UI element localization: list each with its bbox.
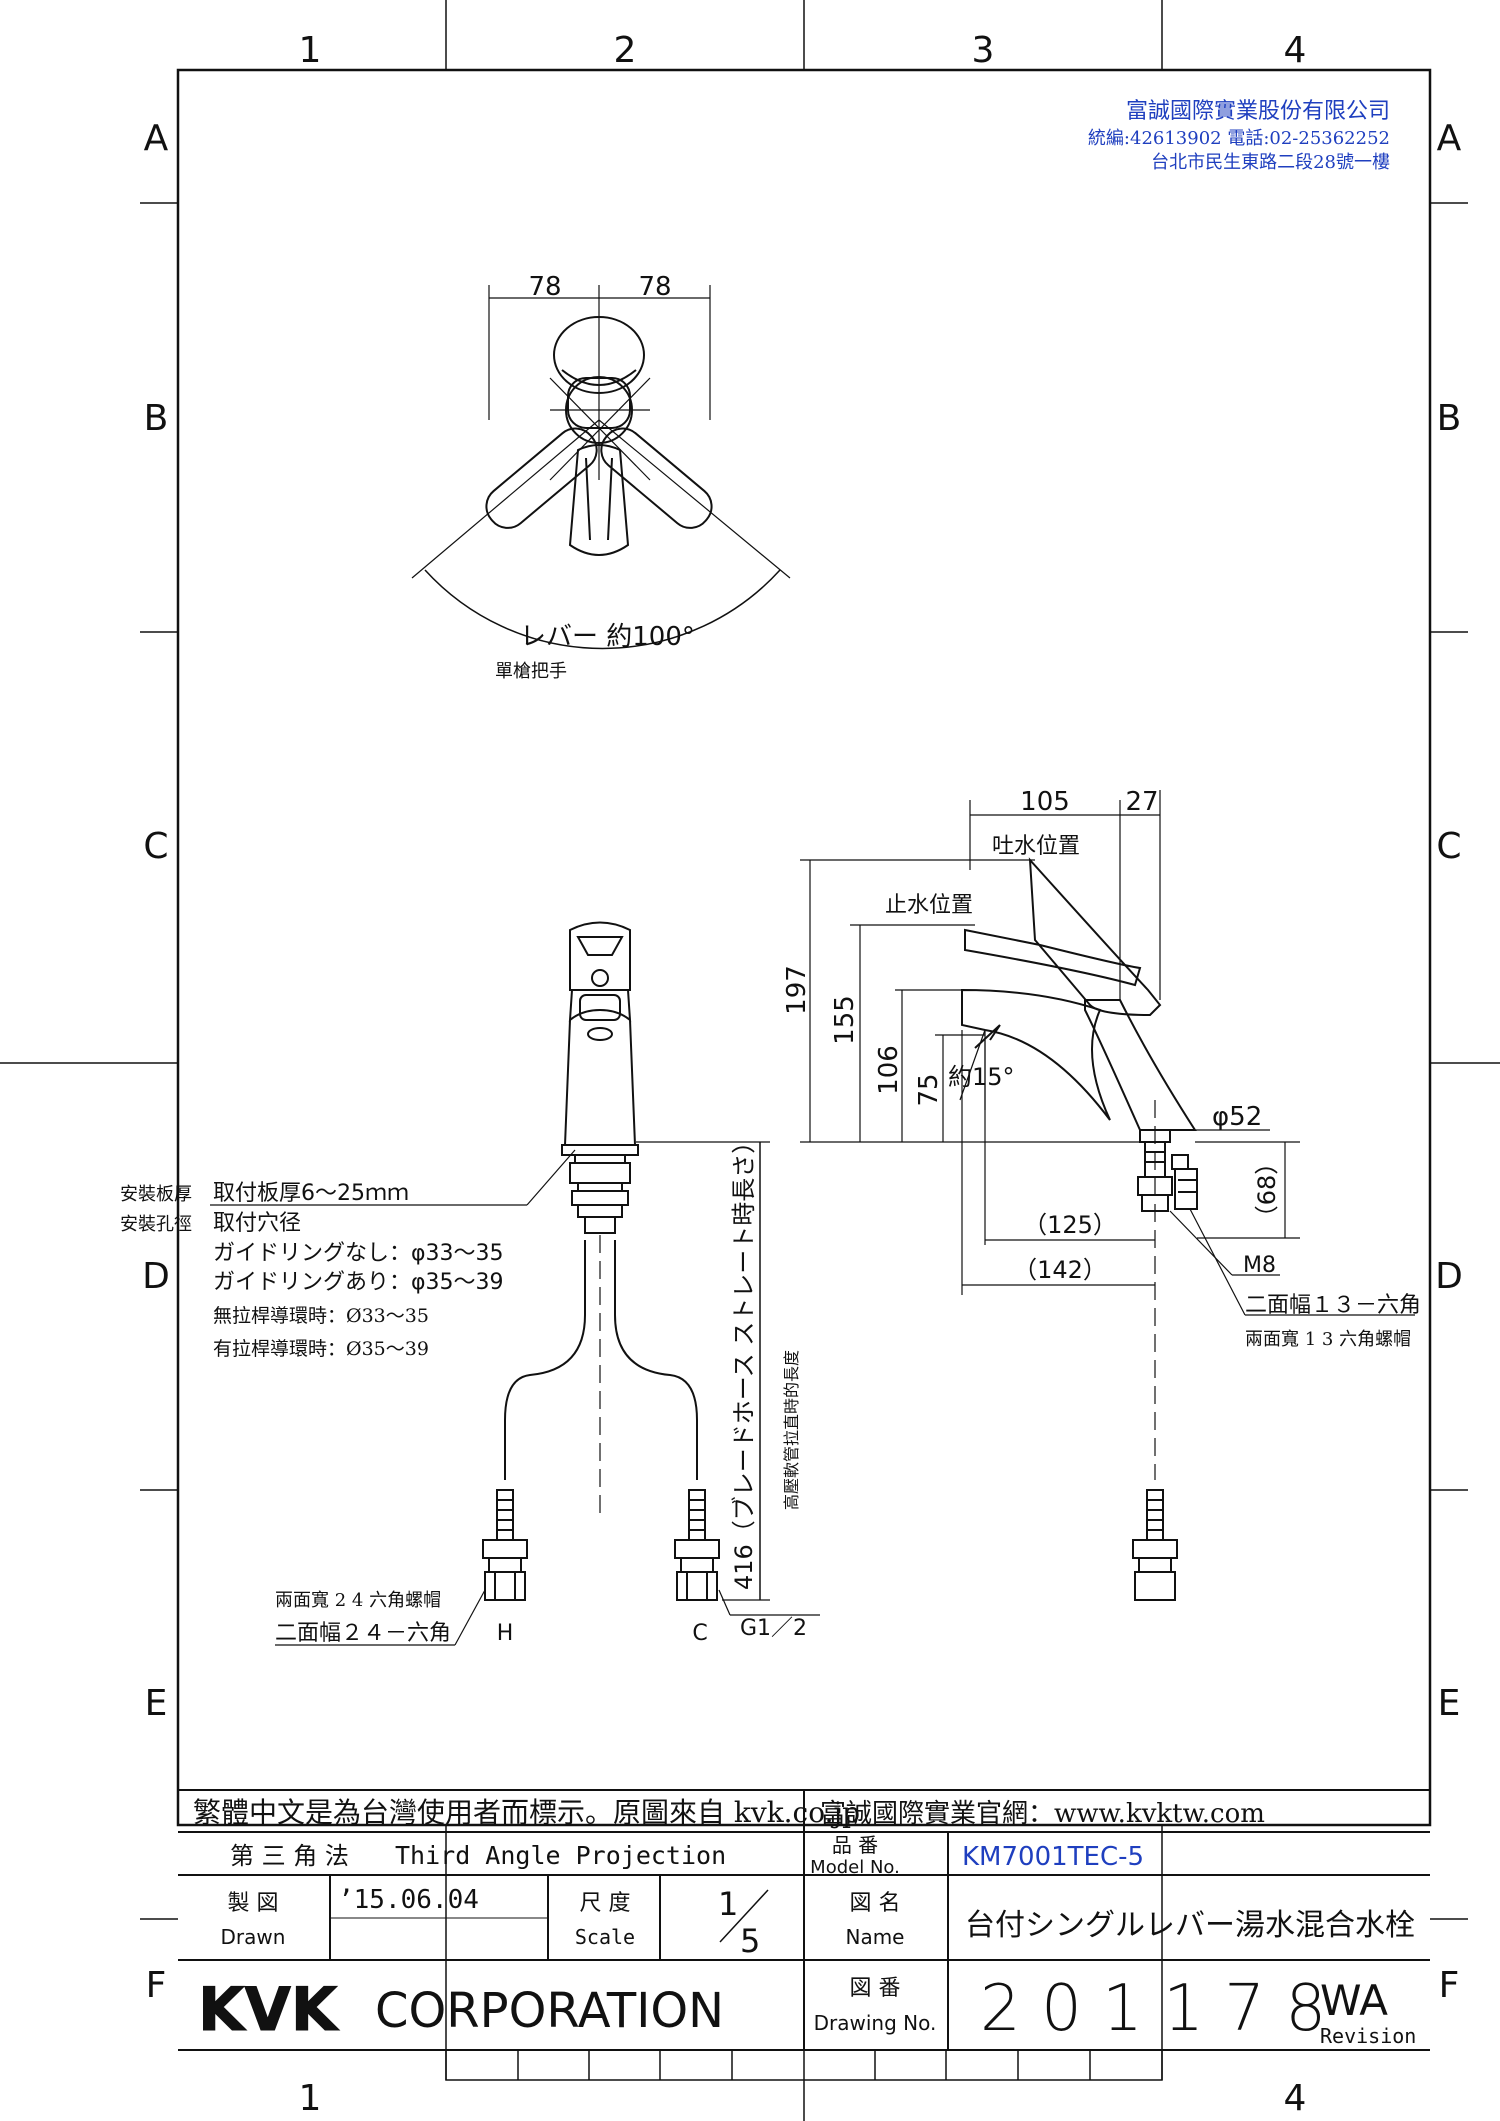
dim-75: 75 <box>914 1073 944 1106</box>
model-label-jp: 品 番 <box>832 1833 878 1857</box>
row-label: E <box>145 1683 168 1724</box>
angle-label: 約15° <box>948 1063 1015 1091</box>
translation-note: 繁體中文是為台灣使用者而標示。原圖來自 kvk.co.jp <box>193 1796 860 1829</box>
row-label: A <box>144 118 169 159</box>
model-number: KM7001TEC-5 <box>962 1842 1144 1872</box>
col-label: 3 <box>972 30 995 71</box>
hex13-zh: 兩面寬 1 3 六角螺帽 <box>1245 1329 1411 1350</box>
stop-position-label: 止水位置 <box>885 893 973 918</box>
col-label: 1 <box>299 2078 322 2119</box>
title-block-text: 繁體中文是為台灣使用者而標示。原圖來自 kvk.co.jp 富誠國際實業官網：w… <box>193 1796 1416 2048</box>
name-label-en: Name <box>845 1925 904 1949</box>
side-view <box>800 790 1415 1601</box>
drawing-name: 台付シングルレバー湯水混合水栓 <box>965 1908 1415 1943</box>
nut-label-zh: 兩面寬 2 4 六角螺帽 <box>275 1590 441 1611</box>
with-guide-ring-zh: 有拉桿導環時：Ø35～39 <box>213 1338 429 1360</box>
row-label: D <box>1435 1256 1463 1297</box>
no-guide-ring-zh: 無拉桿導環時：Ø33～35 <box>213 1305 429 1327</box>
dim-105: 105 <box>1020 787 1070 817</box>
website-note: 富誠國際實業官網：www.kvktw.com <box>820 1799 1265 1829</box>
top-view-labels: 78 78 レバー 約100° 單槍把手 <box>495 272 695 682</box>
col-label: 2 <box>614 30 637 71</box>
row-label: F <box>1439 1965 1460 2006</box>
drawn-label-jp: 製 図 <box>228 1891 279 1916</box>
drawing-number: 2 0 1 1 7 8 <box>980 1972 1326 2046</box>
row-label: C <box>1436 826 1461 867</box>
drawing-number-label-jp: 図 番 <box>850 1976 901 2001</box>
name-label-jp: 図 名 <box>850 1891 901 1916</box>
row-label: E <box>1438 1683 1461 1724</box>
cold-connector <box>674 1489 720 1601</box>
lever-angle-label: レバー 約100° <box>520 622 695 652</box>
title-block <box>178 1789 1430 2051</box>
col-label: 1 <box>299 30 322 71</box>
top-view <box>411 285 791 650</box>
hose-length-zh: 高壓軟管拉直時的長度 <box>782 1350 801 1510</box>
row-label: B <box>144 398 169 439</box>
scale-label-jp: 尺 度 <box>580 1891 631 1916</box>
m8-label: M8 <box>1243 1253 1276 1278</box>
dim-142: （142） <box>1013 1256 1107 1284</box>
dim-68: （68） <box>1253 1151 1281 1230</box>
dim-27: 27 <box>1125 787 1158 817</box>
row-label: D <box>142 1256 170 1297</box>
dim-78-right: 78 <box>638 272 671 302</box>
front-view <box>210 921 820 1646</box>
row-label: B <box>1437 398 1462 439</box>
company-note-address: 台北市民生東路二段28號一樓 <box>1151 152 1390 173</box>
company-logo: KVK <box>198 1975 340 2045</box>
revision-code: WA <box>1320 1976 1388 2025</box>
zone-labels: 1 2 3 4 A B C D E F A B C D E F 1 4 <box>142 30 1463 2119</box>
dim-106: 106 <box>874 1045 904 1095</box>
dim-125: （125） <box>1023 1211 1117 1239</box>
row-label: C <box>143 826 168 867</box>
dim-78-left: 78 <box>528 272 561 302</box>
company-note: 富誠國際實業股份有限公司 統編:42613902 電話:02-25362252 … <box>1088 99 1390 173</box>
projection-en: Third Angle Projection <box>395 1841 726 1870</box>
dim-155: 155 <box>830 995 860 1045</box>
drawing-number-label-en: Drawing No. <box>814 2011 937 2035</box>
row-label: F <box>146 1965 167 2006</box>
hot-connector <box>482 1489 528 1601</box>
cold-label: C <box>692 1621 707 1646</box>
hex13-label: 二面幅１３－六角 <box>1245 1293 1421 1318</box>
company-note-tax: 統編:42613902 電話:02-25362252 <box>1088 128 1390 149</box>
drawn-label-en: Drawn <box>221 1925 286 1949</box>
side-label-hole: 安裝孔徑 <box>120 1214 192 1235</box>
spout-position-label: 吐水位置 <box>992 834 1080 859</box>
lever-label-zh: 單槍把手 <box>495 661 567 682</box>
revision-label: Revision <box>1320 2024 1416 2048</box>
scale-label-en: Scale <box>575 1925 635 1949</box>
scale-numerator: 1 <box>718 1885 738 1923</box>
model-label-en: Model No. <box>810 1857 900 1878</box>
side-label-thickness: 安裝板厚 <box>120 1184 192 1205</box>
side-view-labels: 105 27 吐水位置 止水位置 197 155 106 75 約15° φ52… <box>782 787 1421 1350</box>
company-note-name: 富誠國際實業股份有限公司 <box>1126 99 1390 124</box>
drawn-date: ’15.06.04 <box>338 1885 479 1915</box>
nut-label: 二面幅２４－六角 <box>275 1621 451 1646</box>
projection-jp: 第 三 角 法 <box>230 1842 349 1870</box>
thread-label: G1／2 <box>740 1616 807 1641</box>
hose-length-label: 416（ブレードホース ストレート時長さ） <box>730 1130 758 1590</box>
dim-197: 197 <box>782 965 812 1015</box>
col-label: 4 <box>1284 2078 1307 2119</box>
col-label: 4 <box>1284 30 1307 71</box>
row-label: A <box>1437 118 1462 159</box>
hot-label: H <box>497 1621 514 1646</box>
scale-denominator: 5 <box>740 1922 760 1960</box>
diameter-label: φ52 <box>1212 1102 1262 1132</box>
no-guide-ring-label: ガイドリングなし：φ33～35 <box>213 1241 504 1266</box>
hole-diameter-label: 取付穴径 <box>213 1211 301 1236</box>
with-guide-ring-label: ガイドリングあり：φ35～39 <box>213 1270 504 1295</box>
front-view-labels: 安裝板厚 安裝孔徑 取付板厚6～25ｍｍ 取付穴径 ガイドリングなし：φ33～3… <box>120 1130 807 1646</box>
plate-thickness-label: 取付板厚6～25ｍｍ <box>213 1181 409 1206</box>
company-suffix: CORPORATION <box>375 1983 724 2039</box>
